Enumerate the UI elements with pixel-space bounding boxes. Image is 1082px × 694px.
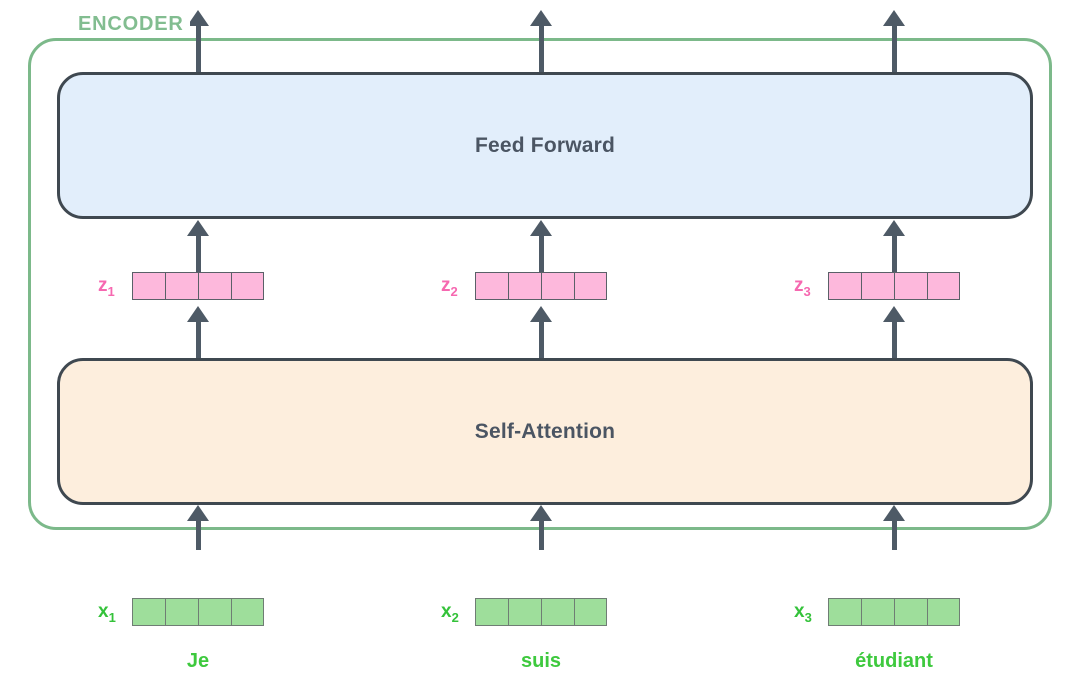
vector-cell (828, 598, 861, 626)
arrow-head-icon (187, 306, 209, 322)
vector-cell (541, 272, 574, 300)
arrow-head-icon (530, 505, 552, 521)
z-to-feedforward-arrow-3 (883, 220, 905, 272)
input-arrow-1 (187, 505, 209, 550)
arrow-head-icon (187, 220, 209, 236)
input-arrow-3 (883, 505, 905, 550)
arrow-head-icon (883, 306, 905, 322)
x-label-1: x1 (98, 601, 116, 625)
vector-cell (475, 272, 508, 300)
vector-cell (894, 272, 927, 300)
arrow-shaft (196, 516, 201, 550)
x-vector-3 (828, 598, 960, 626)
vector-cell (132, 598, 165, 626)
arrow-head-icon (187, 505, 209, 521)
output-arrow-3 (883, 10, 905, 72)
feed-forward-label: Feed Forward (474, 133, 616, 157)
input-arrow-2 (530, 505, 552, 550)
vector-cell (861, 598, 894, 626)
vector-cell (574, 272, 607, 300)
arrow-head-icon (883, 505, 905, 521)
vector-cell (198, 272, 231, 300)
vector-cell (894, 598, 927, 626)
output-arrow-2 (530, 10, 552, 72)
arrow-shaft (196, 21, 201, 72)
x-vector-2 (475, 598, 607, 626)
x-label-3: x3 (794, 601, 812, 625)
arrow-shaft (892, 231, 897, 272)
vector-cell (231, 598, 264, 626)
arrow-head-icon (530, 10, 552, 26)
output-arrow-1 (187, 10, 209, 72)
arrow-shaft (539, 516, 544, 550)
arrow-head-icon (883, 10, 905, 26)
selfattention-to-z-arrow-1 (187, 306, 209, 358)
feed-forward-block: Feed Forward (57, 72, 1033, 219)
arrow-head-icon (530, 220, 552, 236)
z-vector-2 (475, 272, 607, 300)
z-vector-1 (132, 272, 264, 300)
arrow-shaft (892, 317, 897, 358)
word-label-1: Je (186, 650, 210, 672)
arrow-shaft (892, 516, 897, 550)
vector-cell (541, 598, 574, 626)
vector-cell (132, 272, 165, 300)
z-label-3: z3 (794, 275, 811, 299)
vector-cell (927, 598, 960, 626)
arrow-shaft (892, 21, 897, 72)
vector-cell (508, 272, 541, 300)
x-label-2: x2 (441, 601, 459, 625)
vector-cell (927, 272, 960, 300)
vector-cell (828, 272, 861, 300)
vector-cell (574, 598, 607, 626)
z-to-feedforward-arrow-1 (187, 220, 209, 272)
arrow-shaft (539, 21, 544, 72)
vector-cell (508, 598, 541, 626)
self-attention-label: Self-Attention (474, 419, 616, 443)
arrow-shaft (539, 231, 544, 272)
vector-cell (165, 272, 198, 300)
arrow-head-icon (883, 220, 905, 236)
self-attention-block: Self-Attention (57, 358, 1033, 505)
x-vector-1 (132, 598, 264, 626)
encoder-label: ENCODER (72, 13, 190, 36)
arrow-shaft (196, 231, 201, 272)
vector-cell (475, 598, 508, 626)
word-label-2: suis (520, 650, 562, 672)
arrow-shaft (539, 317, 544, 358)
arrow-head-icon (187, 10, 209, 26)
selfattention-to-z-arrow-3 (883, 306, 905, 358)
z-label-2: z2 (441, 275, 458, 299)
selfattention-to-z-arrow-2 (530, 306, 552, 358)
vector-cell (165, 598, 198, 626)
vector-cell (861, 272, 894, 300)
arrow-shaft (196, 317, 201, 358)
vector-cell (198, 598, 231, 626)
z-to-feedforward-arrow-2 (530, 220, 552, 272)
arrow-head-icon (530, 306, 552, 322)
vector-cell (231, 272, 264, 300)
z-vector-3 (828, 272, 960, 300)
word-label-3: étudiant (855, 650, 933, 672)
z-label-1: z1 (98, 275, 115, 299)
